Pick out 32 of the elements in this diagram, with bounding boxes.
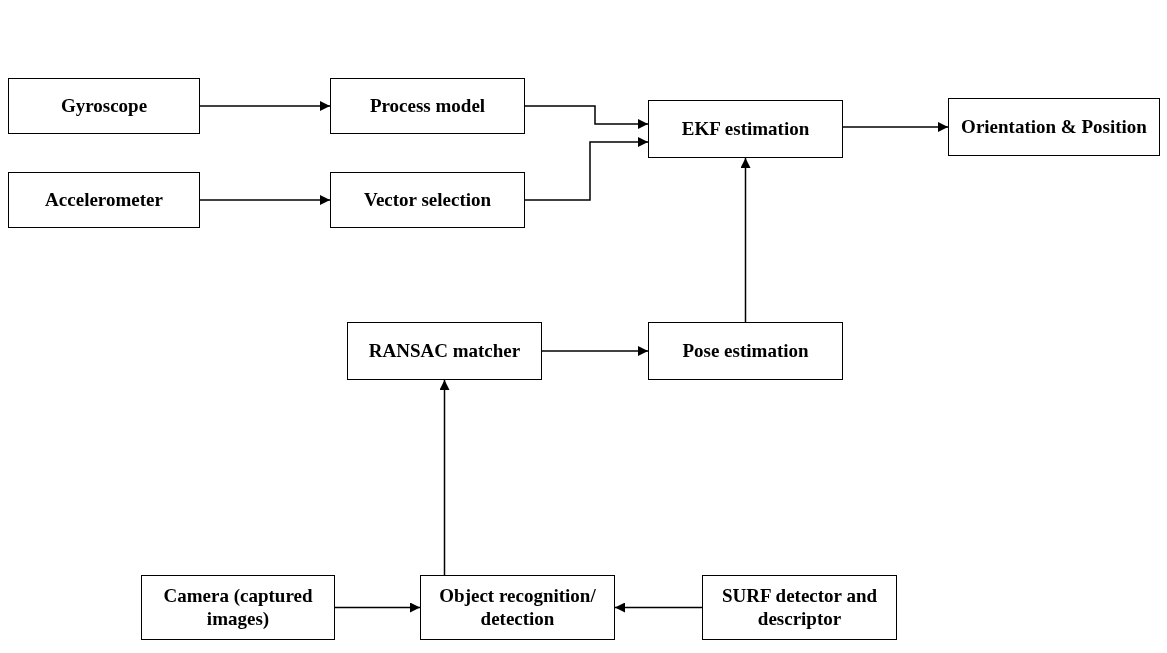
process-box <box>8 172 200 228</box>
arrow <box>334 602 421 613</box>
arrow <box>541 346 649 356</box>
box-label: EKF estimation <box>681 117 810 141</box>
process-box <box>347 322 542 380</box>
arrow <box>842 122 949 132</box>
process-box <box>141 575 335 640</box>
arrow <box>740 157 751 323</box>
process-box <box>702 575 897 640</box>
box-label: Vector selection <box>363 188 492 212</box>
box-label: Orientation & Position <box>961 115 1147 139</box>
box-label: RANSAC matcher <box>368 339 521 363</box>
arrow <box>614 602 703 613</box>
process-box <box>330 172 525 228</box>
box-label: Process model <box>369 94 486 118</box>
box-label: Pose estimation <box>682 339 809 363</box>
process-box <box>420 575 615 640</box>
box-label: Camera (captured images) <box>162 584 314 631</box>
box-label: SURF detector and descriptor <box>720 584 879 631</box>
arrow <box>524 105 649 129</box>
arrow <box>199 101 331 111</box>
box-label: Gyroscope <box>60 94 148 118</box>
arrow <box>524 137 649 201</box>
process-box <box>948 98 1160 156</box>
process-box <box>330 78 525 134</box>
process-box <box>648 100 843 158</box>
arrow <box>199 195 331 205</box>
arrow <box>439 379 450 576</box>
box-label: Object recognition/ detection <box>438 584 597 631</box>
process-box <box>8 78 200 134</box>
process-box <box>648 322 843 380</box>
box-label: Accelerometer <box>45 188 163 212</box>
